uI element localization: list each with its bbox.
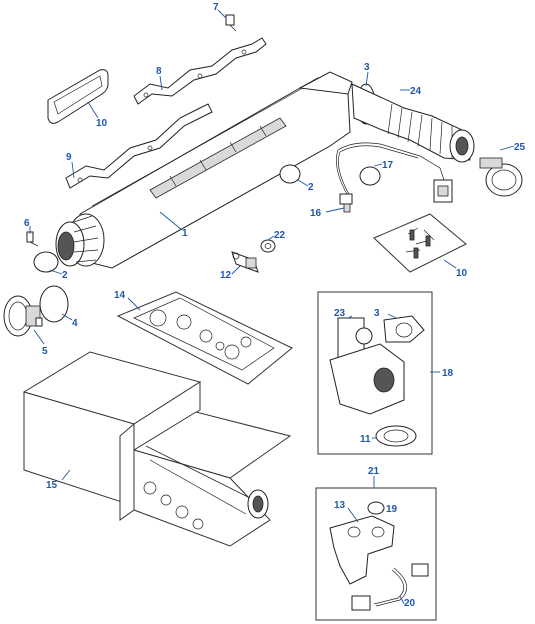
part-25-bellows-pipe (351, 83, 475, 163)
part-7-bolt (225, 14, 237, 32)
callout-1: 1 (182, 228, 188, 239)
callout-3-valve: 3 (374, 308, 380, 319)
part-4-gasket-ring (39, 285, 69, 323)
part-17-temperature-sensor (336, 142, 453, 213)
part-23-nut (260, 239, 276, 253)
callout-25: 24 (410, 86, 422, 97)
part-3-gasket-valve (383, 315, 425, 343)
part-6-bolt (26, 231, 39, 247)
callout-18: 17 (382, 160, 394, 171)
part-12-seal (375, 425, 417, 447)
part-15-gasket-kit (116, 291, 293, 385)
callout-12: 11 (360, 434, 371, 445)
callout-14: 13 (334, 500, 346, 511)
callout-23: 22 (274, 230, 286, 241)
part-11-bolt-kit (373, 213, 467, 273)
part-14-bracket (329, 515, 395, 585)
callout-2-mid: 2 (308, 182, 314, 193)
callout-22: 21 (368, 466, 380, 477)
callout-17: 16 (310, 208, 322, 219)
callout-16: 15 (46, 480, 58, 491)
part-10-gasket (47, 69, 109, 124)
callout-4: 4 (72, 318, 78, 329)
callout-8: 8 (156, 66, 162, 77)
callout-21: 20 (404, 598, 416, 609)
callout-5: 5 (42, 346, 48, 357)
callout-3-top: 3 (364, 62, 370, 73)
part-18-o-ring (359, 166, 381, 186)
part-26-clamp (479, 157, 523, 197)
part-20-o-ring (367, 501, 385, 515)
callout-7: 7 (213, 2, 219, 13)
callout-20: 19 (386, 504, 398, 515)
part-2-o-ring-left (33, 251, 59, 273)
callout-15: 14 (114, 290, 126, 301)
callout-10: 10 (96, 118, 108, 129)
leader-lines (29, 9, 515, 605)
callout-24: 23 (334, 308, 346, 319)
callout-19: 18 (442, 368, 454, 379)
callout-9: 9 (66, 152, 72, 163)
part-24-egr-valve (329, 317, 405, 415)
callout-labels: 7 8 10 9 1 6 2 4 5 2 3 24 25 17 16 22 12… (24, 2, 526, 609)
callout-11: 10 (456, 268, 468, 279)
part-2-o-ring-mid (279, 164, 301, 184)
part-5-clamp (3, 295, 43, 337)
part-9-heat-shield (65, 103, 213, 189)
callout-26: 25 (514, 142, 526, 153)
callout-6: 6 (24, 218, 30, 229)
callout-2-left: 2 (62, 270, 68, 281)
part-1-egr-cooler (55, 71, 353, 269)
callout-13: 12 (220, 270, 232, 281)
part-21-sensor-harness (351, 563, 429, 611)
part-13-sensor (231, 251, 259, 273)
part-8-heat-shield (133, 37, 267, 105)
part-16-kit-box (22, 351, 292, 547)
